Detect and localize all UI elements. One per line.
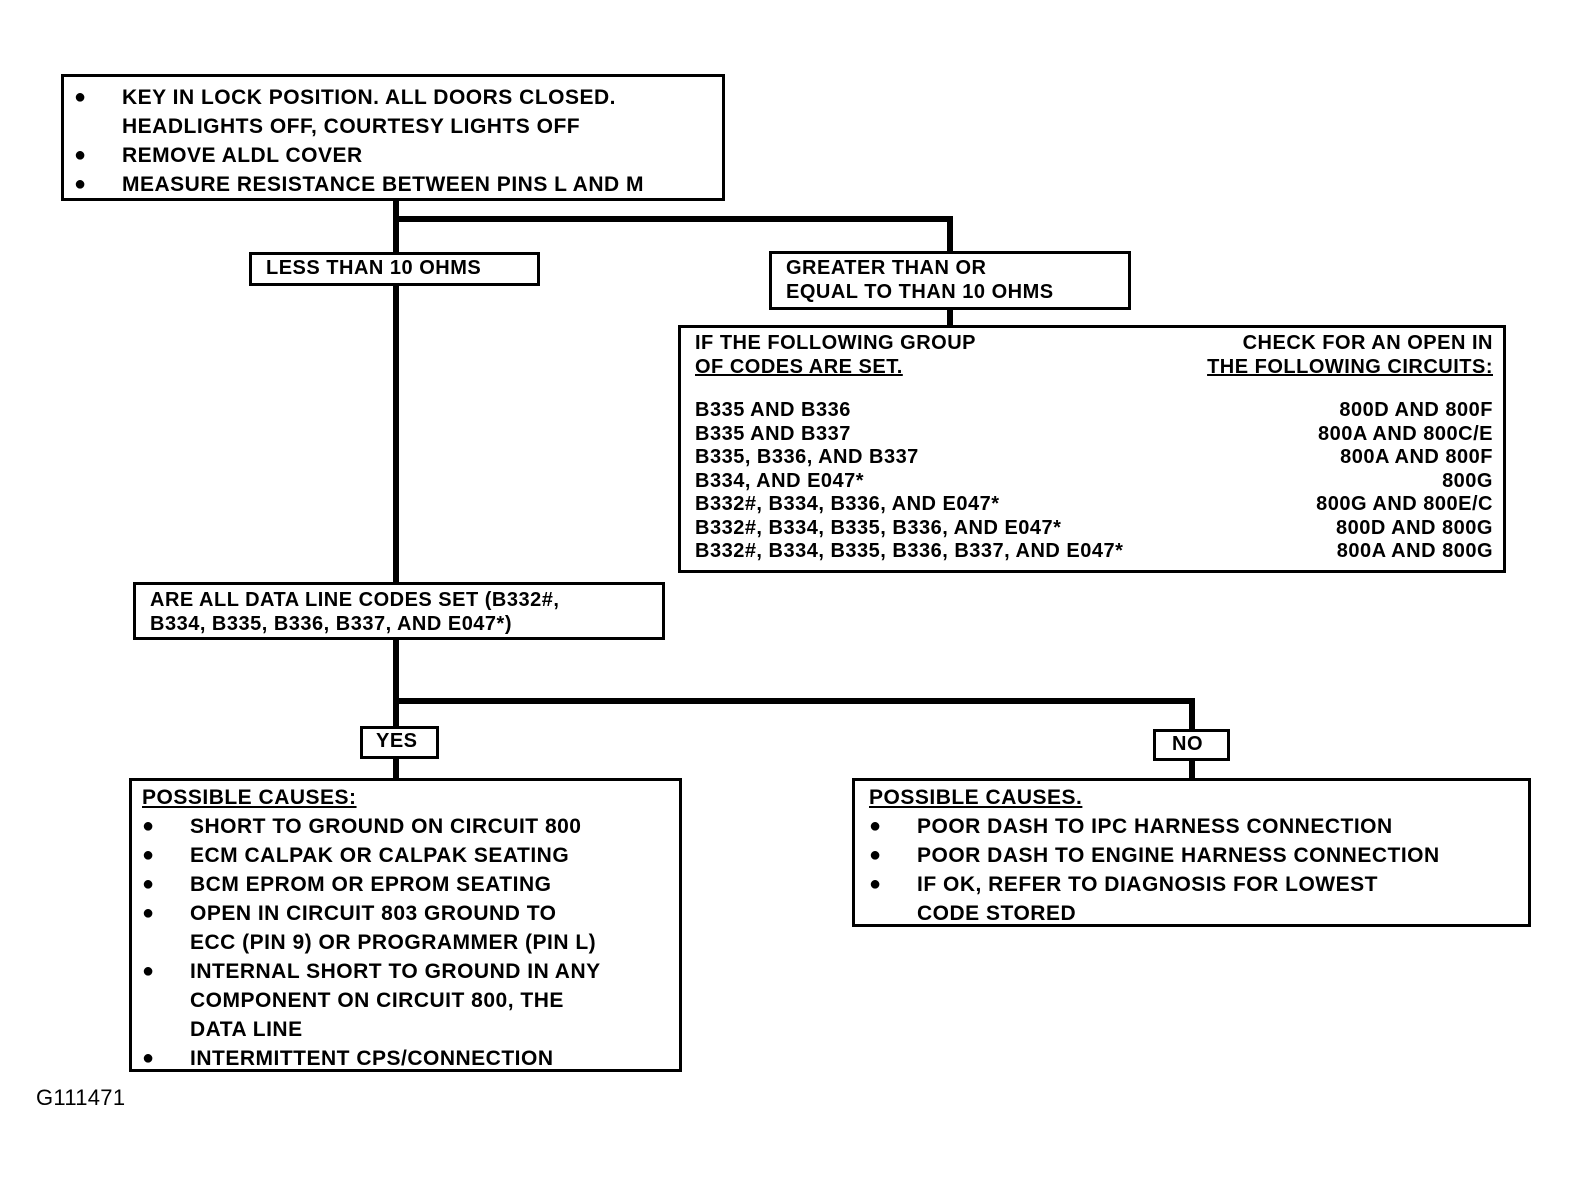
start-step-continued: HEADLIGHTS OFF, COURTESY LIGHTS OFF (122, 115, 581, 138)
connector-yes-no-horizontal (393, 698, 1195, 704)
bullet-icon: ● (74, 144, 87, 166)
table-row: B332#, B334, B335, B336, B337, AND E047*… (695, 540, 1493, 562)
start-step: ●KEY IN LOCK POSITION. ALL DOORS CLOSED. (74, 83, 714, 112)
cause-item: ●IF OK, REFER TO DIAGNOSIS FOR LOWEST (869, 870, 1528, 899)
question-line-1: ARE ALL DATA LINE CODES SET (B332#, (150, 589, 560, 611)
connector-start-down (393, 198, 399, 256)
bullet-icon: ● (142, 844, 155, 866)
connector-no-to-causes (1189, 758, 1195, 782)
branch-greater-or-equal-10-ohms: GREATER THAN OR EQUAL TO THAN 10 OHMS (769, 251, 1131, 310)
connector-to-high-branch (947, 216, 953, 254)
cause-item: ●BCM EPROM OR EPROM SEATING (142, 870, 679, 899)
table-header-row-1: IF THE FOLLOWING GROUP CHECK FOR AN OPEN… (695, 332, 1493, 356)
answer-no-label: NO (1153, 729, 1230, 761)
bullet-icon: ● (142, 815, 155, 837)
cause-item-continued: COMPONENT ON CIRCUIT 800, THE (190, 989, 564, 1012)
table-row: B332#, B334, B335, B336, AND E047*800D A… (695, 516, 1493, 539)
bullet-icon: ● (869, 844, 882, 866)
cause-item-continued: DATA LINE (190, 1018, 303, 1041)
start-step: ●REMOVE ALDL COVER (74, 141, 714, 170)
cause-item: ●OPEN IN CIRCUIT 803 GROUND TO (142, 899, 679, 928)
cause-item: ●INTERMITTENT CPS/CONNECTION (142, 1044, 679, 1073)
connector-high-to-table (947, 308, 953, 328)
cause-item: ●ECM CALPAK OR CALPAK SEATING (142, 841, 679, 870)
bullet-icon: ● (74, 173, 87, 195)
table-header-circuits-line2: THE FOLLOWING CIRCUITS: (1207, 355, 1493, 378)
table-row: B334, AND E047*800G (695, 469, 1493, 492)
branch-less-than-10-ohms: LESS THAN 10 OHMS (249, 252, 540, 286)
branch-high-line-2: EQUAL TO THAN 10 OHMS (786, 281, 1054, 303)
table-header-codes: IF THE FOLLOWING GROUP (695, 332, 976, 354)
bullet-icon: ● (869, 873, 882, 895)
answer-yes-label: YES (360, 726, 439, 759)
table-header-circuits: CHECK FOR AN OPEN IN (1242, 332, 1493, 354)
no-causes-heading: POSSIBLE CAUSES. (869, 786, 1083, 809)
table-header-row-2: OF CODES ARE SET. THE FOLLOWING CIRCUITS… (695, 356, 1493, 380)
table-header-codes-line2: OF CODES ARE SET. (695, 355, 903, 378)
cause-item: ●POOR DASH TO IPC HARNESS CONNECTION (869, 812, 1528, 841)
connector-to-no (1189, 698, 1195, 732)
yes-possible-causes-box: POSSIBLE CAUSES: ●SHORT TO GROUND ON CIR… (129, 778, 682, 1072)
connector-start-horizontal (393, 216, 953, 222)
bullet-icon: ● (142, 960, 155, 982)
start-instructions-box: ●KEY IN LOCK POSITION. ALL DOORS CLOSED.… (61, 74, 725, 201)
figure-id: G111471 (36, 1085, 126, 1110)
cause-item: ●INTERNAL SHORT TO GROUND IN ANY (142, 957, 679, 986)
cause-item: ●POOR DASH TO ENGINE HARNESS CONNECTION (869, 841, 1528, 870)
table-row: B332#, B334, B336, AND E047*800G AND 800… (695, 493, 1493, 515)
connector-yes-to-causes (393, 756, 399, 782)
no-possible-causes-box: POSSIBLE CAUSES. ●POOR DASH TO IPC HARNE… (852, 778, 1531, 927)
cause-item-continued: ECC (PIN 9) OR PROGRAMMER (PIN L) (190, 931, 597, 954)
cause-item-continued: CODE STORED (917, 902, 1077, 925)
bullet-icon: ● (142, 1047, 155, 1069)
bullet-icon: ● (74, 86, 87, 108)
bullet-icon: ● (142, 873, 155, 895)
bullet-icon: ● (142, 902, 155, 924)
connector-question-down (393, 638, 399, 728)
connector-low-to-question (393, 284, 399, 584)
bullet-icon: ● (869, 815, 882, 837)
data-line-codes-question-box: ARE ALL DATA LINE CODES SET (B332#, B334… (133, 582, 665, 640)
codes-circuits-table: IF THE FOLLOWING GROUP CHECK FOR AN OPEN… (678, 325, 1506, 573)
branch-high-line-1: GREATER THAN OR (786, 257, 987, 279)
start-step: ●MEASURE RESISTANCE BETWEEN PINS L AND M (74, 170, 714, 199)
cause-item: ●SHORT TO GROUND ON CIRCUIT 800 (142, 812, 679, 841)
question-line-2: B334, B335, B336, B337, AND E047*) (150, 613, 512, 635)
yes-causes-heading: POSSIBLE CAUSES: (142, 786, 357, 809)
